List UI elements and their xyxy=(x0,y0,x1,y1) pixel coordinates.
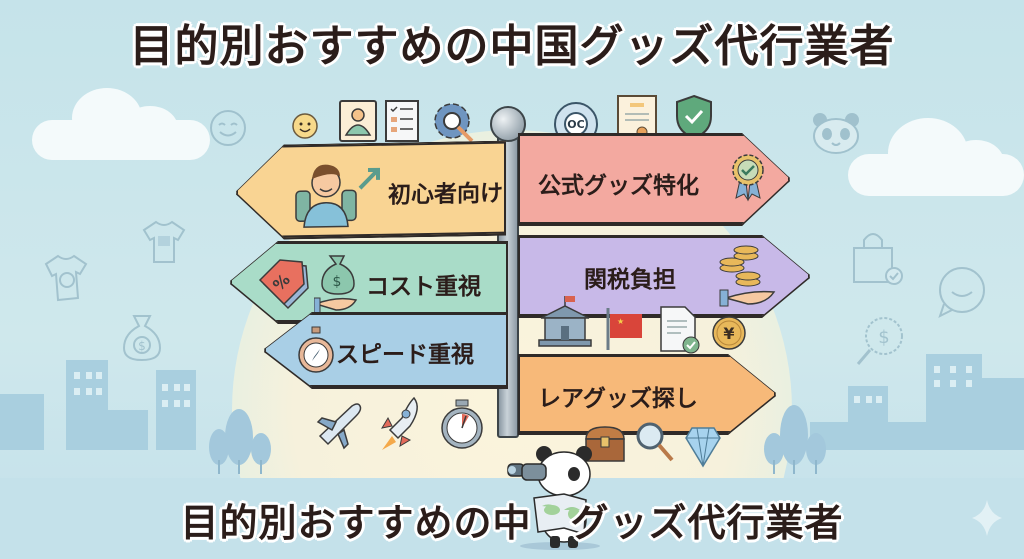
sign-label: 初心者向け xyxy=(388,180,503,209)
svg-text:¥: ¥ xyxy=(723,324,734,343)
checklist-icon xyxy=(385,100,419,142)
china-flag-icon: ★ xyxy=(606,308,642,350)
compass-stopwatch-icon xyxy=(298,326,334,373)
tshirt-icon xyxy=(142,220,186,263)
smiley-icon xyxy=(210,110,246,146)
page-title: 目的別おすすめの中国グッズ代行業者 xyxy=(129,21,895,72)
certificate-icon xyxy=(617,95,657,144)
sign-label: スピード重視 xyxy=(336,342,474,368)
sign-label: 公式グッズ特化 xyxy=(538,173,699,199)
money-bag-icon: $ xyxy=(122,315,162,362)
trees-left xyxy=(209,409,271,474)
yen-coin-icon: ¥ xyxy=(712,316,746,350)
city-skyline xyxy=(0,354,1024,450)
arrow-up-right-icon xyxy=(356,164,384,192)
user-profile-icon xyxy=(339,100,377,142)
smiley-face-icon xyxy=(292,113,318,139)
government-building-icon xyxy=(538,296,592,347)
sign-label: レアグッズ探し xyxy=(538,386,698,412)
airplane-icon xyxy=(316,403,362,450)
trees-right xyxy=(764,405,826,474)
document-check-icon xyxy=(660,306,700,354)
discount-tag-icon: % xyxy=(258,259,309,310)
shield-check-icon xyxy=(676,94,712,140)
coins-hand-icon xyxy=(716,242,780,312)
chat-bubble-character-icon xyxy=(938,267,985,318)
sign-label: 関税負担 xyxy=(584,267,676,293)
svg-text:$: $ xyxy=(878,327,889,348)
cloud xyxy=(848,118,1024,196)
sign-label: コスト重視 xyxy=(366,274,481,300)
dollar-search-icon: $ xyxy=(856,317,903,365)
gear-search-icon xyxy=(434,103,474,143)
sparkle-icon xyxy=(972,500,1002,536)
award-ribbon-icon xyxy=(728,152,768,202)
cloud xyxy=(32,88,210,160)
tshirt-print-icon xyxy=(44,254,88,302)
diamond-icon xyxy=(685,427,721,468)
stopwatch-icon xyxy=(441,399,483,449)
page-subtitle: 目的別おすすめの中 グッズ代行業者 xyxy=(180,501,844,545)
ground xyxy=(0,478,1024,559)
panda-face-icon xyxy=(813,113,859,154)
money-hand-icon: $ xyxy=(314,255,358,315)
rocket-icon xyxy=(380,396,418,450)
shopping-bag-check-icon xyxy=(853,233,903,285)
magnifying-glass-icon xyxy=(636,422,674,462)
panda-mascot-icon xyxy=(507,446,600,550)
backpacker-icon xyxy=(292,156,362,229)
svg-text:$: $ xyxy=(138,339,146,353)
svg-text:OC: OC xyxy=(567,118,584,131)
svg-text:$: $ xyxy=(333,274,342,290)
svg-text:★: ★ xyxy=(617,317,624,326)
